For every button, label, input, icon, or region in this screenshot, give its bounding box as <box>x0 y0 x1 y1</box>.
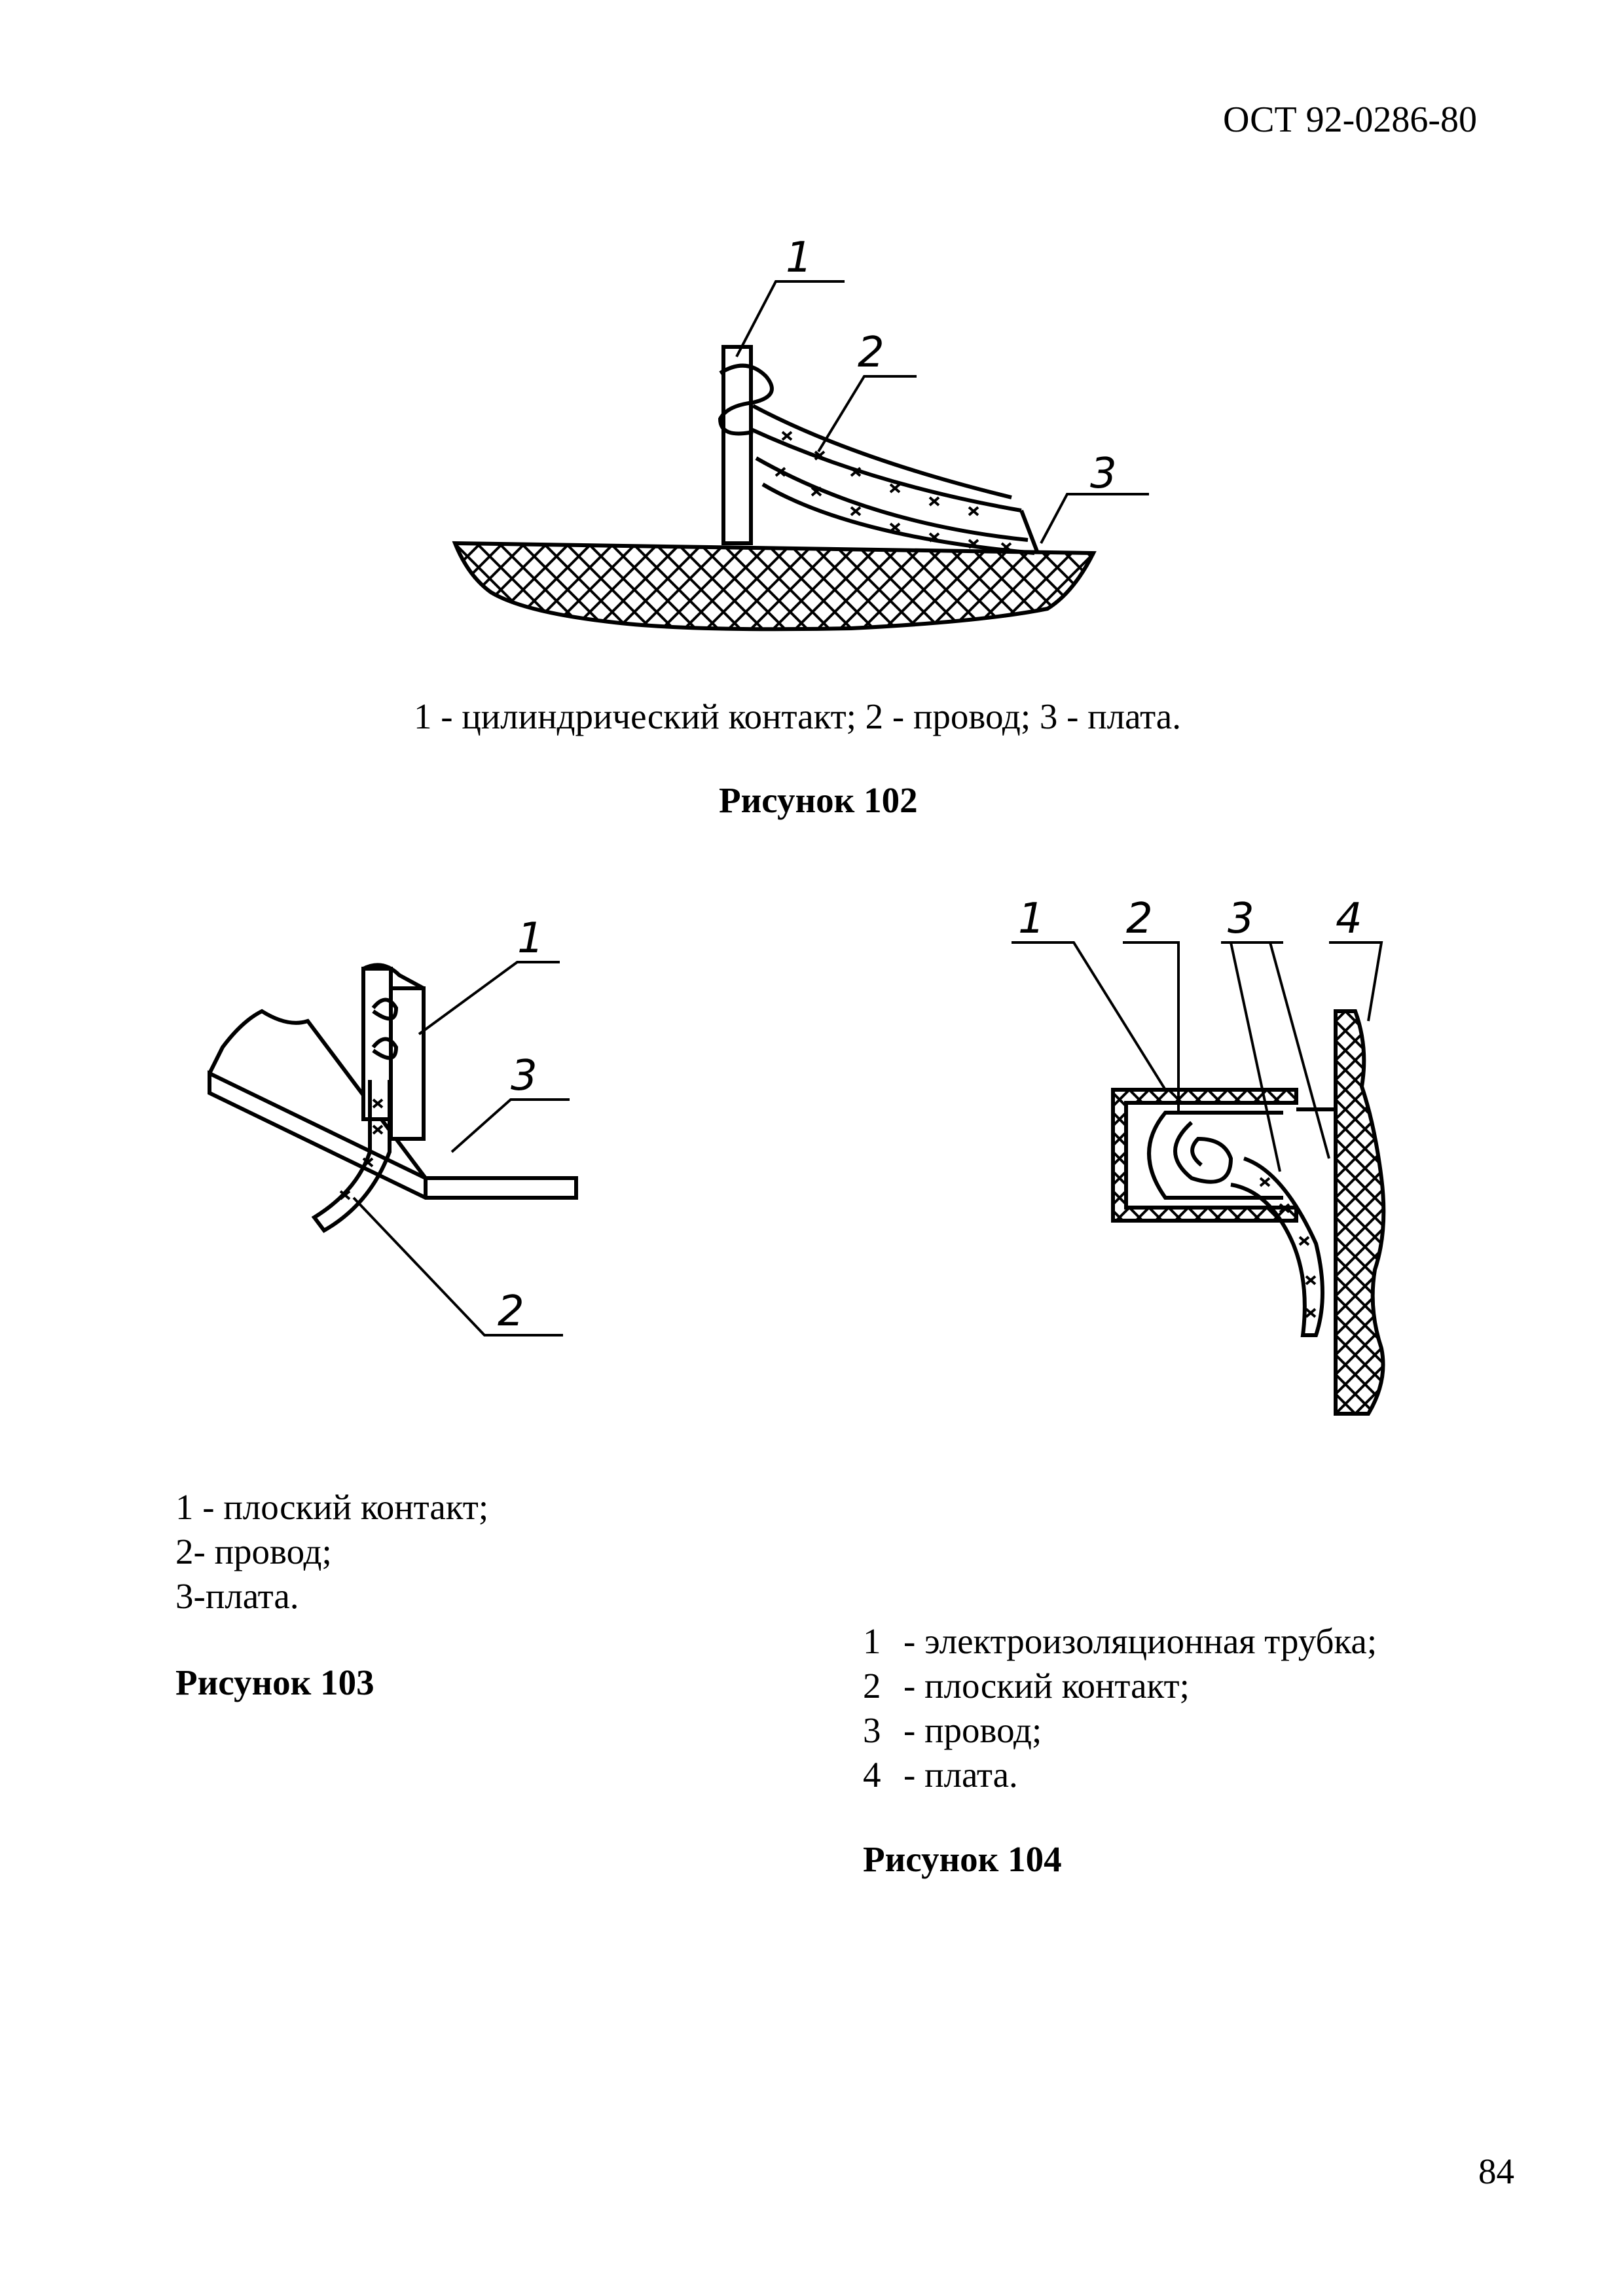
callout-104-4: 4 <box>1336 895 1362 943</box>
wire-2 <box>748 427 1022 512</box>
figure-104-legend-num: 1 <box>863 1621 881 1661</box>
board-3 <box>452 541 1097 632</box>
wire-2 <box>311 1080 392 1233</box>
callout-104-1: 1 <box>1018 895 1045 943</box>
page-number: 84 <box>1478 2151 1514 2191</box>
figure-103-legend-item: 2- провод; <box>175 1532 332 1571</box>
figure-102-drawing <box>452 280 1149 632</box>
figure-103-legend-item: 1 - плоский контакт; <box>175 1487 489 1527</box>
figure-103-caption: Рисунок 103 <box>175 1662 374 1702</box>
document-code: ОСТ 92-0286-80 <box>1223 99 1477 140</box>
callout-102-3: 3 <box>1090 450 1117 498</box>
callout-103-2: 2 <box>498 1287 524 1336</box>
figure-104-caption: Рисунок 104 <box>863 1839 1062 1879</box>
insulating-tube-1 <box>1111 1088 1298 1223</box>
figure-104-legend-text: - плоский контакт; <box>903 1666 1190 1706</box>
figure-102-caption: Рисунок 102 <box>719 780 918 820</box>
figure-104-legend-num: 2 <box>863 1666 881 1706</box>
flat-contact-2 <box>1147 1111 1283 1200</box>
callout-102-1: 1 <box>786 234 812 282</box>
callout-102-2: 2 <box>858 329 884 377</box>
figure-104-legend-text: - провод; <box>903 1710 1042 1750</box>
figure-102-legend: 1 - цилиндрический контакт; 2 - провод; … <box>414 696 1181 736</box>
cylindrical-contact-1 <box>721 345 753 545</box>
board-4 <box>1334 1009 1386 1416</box>
figure-104-drawing <box>1012 941 1386 1416</box>
figure-103-legend-item: 3-плата. <box>175 1576 299 1616</box>
callout-103-1: 1 <box>517 914 544 963</box>
callout-104-2: 2 <box>1126 895 1153 943</box>
wire-3 <box>1230 1157 1324 1337</box>
callout-104-3: 3 <box>1228 895 1254 943</box>
figure-104-legend-num: 3 <box>863 1710 881 1750</box>
callout-103-3: 3 <box>511 1052 538 1100</box>
figure-104-legend-text: - электроизоляционная трубка; <box>903 1621 1377 1661</box>
figure-103-drawing <box>208 961 578 1336</box>
figure-104-legend-num: 4 <box>863 1755 881 1795</box>
figure-104-legend-text: - плата. <box>903 1755 1018 1795</box>
